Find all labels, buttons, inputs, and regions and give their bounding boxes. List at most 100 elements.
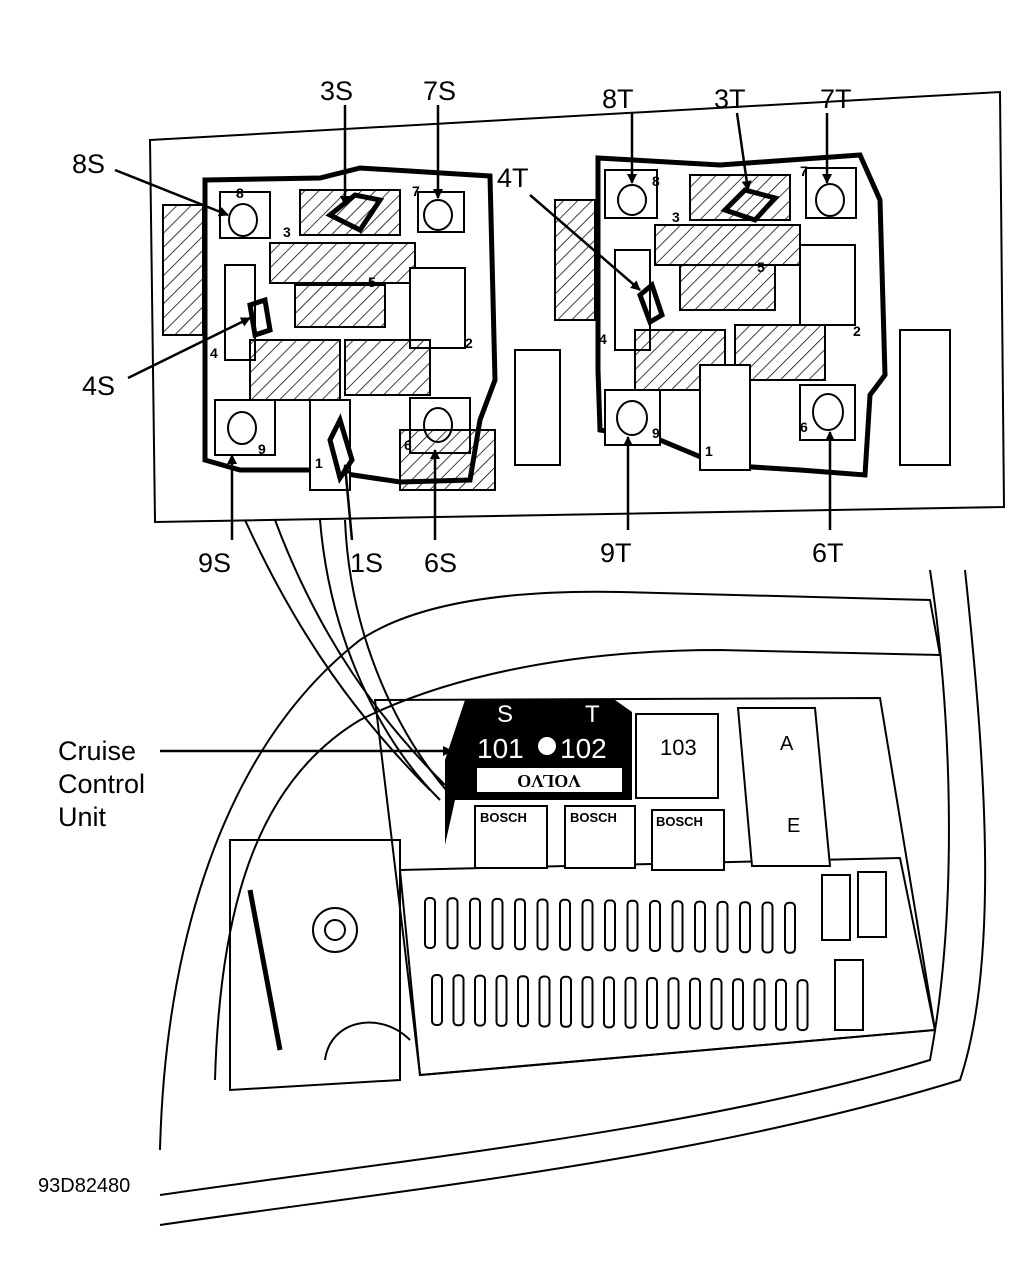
label-8t: 8T <box>602 84 634 114</box>
fuse <box>753 978 766 1031</box>
pin-label: 2 <box>853 323 861 339</box>
pin-label: 9 <box>652 425 660 441</box>
bosch-relay: BOSCH <box>564 805 636 869</box>
fuse <box>469 897 481 950</box>
pin-label: 9 <box>258 441 266 457</box>
label-6t: 6T <box>812 538 844 568</box>
fuse <box>514 898 526 951</box>
pin-label: 4 <box>210 345 218 361</box>
relay-102-label: 102 <box>560 733 607 764</box>
fuse <box>710 977 723 1030</box>
fuse <box>603 976 615 1029</box>
bosch-logo: BOSCH <box>480 810 527 825</box>
fuse <box>796 979 809 1032</box>
label-3t: 3T <box>714 84 746 114</box>
bosch-logo: BOSCH <box>656 814 703 829</box>
fuse <box>689 977 701 1030</box>
relay-small <box>834 959 864 1031</box>
fuse <box>446 897 459 950</box>
label-7t: 7T <box>820 84 852 114</box>
fuse <box>716 900 729 953</box>
relay-small <box>821 874 851 941</box>
bosch-relay: BOSCH <box>651 809 725 871</box>
bosch-logo: BOSCH <box>570 810 617 825</box>
fuse <box>667 977 680 1030</box>
relay-small <box>857 871 887 938</box>
connector-panel <box>148 90 1006 524</box>
connector-s: 8 7 3 5 4 2 9 1 6 <box>162 165 561 491</box>
relay-103-label: 103 <box>660 735 697 760</box>
fuse-row-lower <box>431 974 809 1032</box>
callout-line-1: Cruise <box>58 736 136 766</box>
fuse <box>694 900 706 953</box>
fuse <box>581 976 594 1029</box>
label-4s: 4S <box>82 371 115 401</box>
fuse <box>474 974 486 1027</box>
block-a-label: A <box>780 733 794 755</box>
fuse <box>784 901 796 954</box>
pin-label: 2 <box>465 335 473 351</box>
callout-line-2: Control <box>58 769 145 799</box>
cruise-control-unit: S T 101 102 VOLVO <box>445 700 632 845</box>
fuse <box>761 901 774 954</box>
fuse <box>559 898 571 951</box>
relay-103 <box>635 713 719 799</box>
pin-label: 1 <box>315 455 323 471</box>
pin-label: 4 <box>599 331 607 347</box>
pin-label: 3 <box>283 224 291 240</box>
bosch-relay: BOSCH <box>474 805 548 869</box>
wiring-harness <box>244 519 456 801</box>
callout-line-3: Unit <box>58 802 107 832</box>
fuse <box>626 899 639 952</box>
fuse <box>495 974 508 1027</box>
fuse <box>646 977 658 1029</box>
fuse <box>739 901 751 954</box>
fuse <box>604 899 616 952</box>
volvo-logo: VOLVO <box>517 771 581 791</box>
label-1s: 1S <box>350 548 383 578</box>
pin-label: 6 <box>800 419 808 435</box>
block-e-label: E <box>787 815 800 837</box>
pin-label: 5 <box>757 259 765 275</box>
fuse <box>424 897 436 949</box>
connector-t: 8 7 3 5 4 2 9 1 6 <box>554 152 951 478</box>
relay-101-label: 101 <box>477 733 524 764</box>
pin-label: 8 <box>652 173 660 189</box>
block-ae <box>736 707 832 867</box>
fuse <box>649 900 661 952</box>
fuse <box>671 900 684 953</box>
fuse-relay-box: S T 101 102 VOLVO 103 A E BOSCH BOSCH BO… <box>373 696 937 1077</box>
pin-label: 7 <box>412 183 420 199</box>
fuse <box>624 976 637 1029</box>
figure-id: 93D82480 <box>38 1175 130 1197</box>
label-3s: 3S <box>320 76 353 106</box>
pin-label: 8 <box>236 185 244 201</box>
fuse <box>536 898 549 951</box>
label-4t: 4T <box>497 163 529 193</box>
relay-center-dot <box>538 737 556 755</box>
label-6s: 6S <box>424 548 457 578</box>
pin-label: 5 <box>368 274 376 290</box>
pin-label: 1 <box>705 443 713 459</box>
label-9s: 9S <box>198 548 231 578</box>
fuse <box>452 974 465 1027</box>
pin-label: 6 <box>404 437 412 453</box>
fuse <box>560 975 572 1028</box>
pin-label: 3 <box>672 209 680 225</box>
fuse <box>431 974 443 1026</box>
relay-s-label: S <box>497 701 513 728</box>
fuse <box>538 975 551 1028</box>
fuse <box>517 975 529 1028</box>
label-9t: 9T <box>600 538 632 568</box>
engine-compartment <box>159 569 987 1226</box>
fuse <box>775 978 787 1031</box>
fuse-row-upper <box>424 897 796 954</box>
label-7s: 7S <box>423 76 456 106</box>
fuse <box>732 978 744 1031</box>
pin-label: 7 <box>800 163 808 179</box>
fuse <box>491 897 504 950</box>
label-8s: 8S <box>72 149 105 179</box>
relay-t-label: T <box>585 701 600 728</box>
fuse <box>581 899 594 952</box>
